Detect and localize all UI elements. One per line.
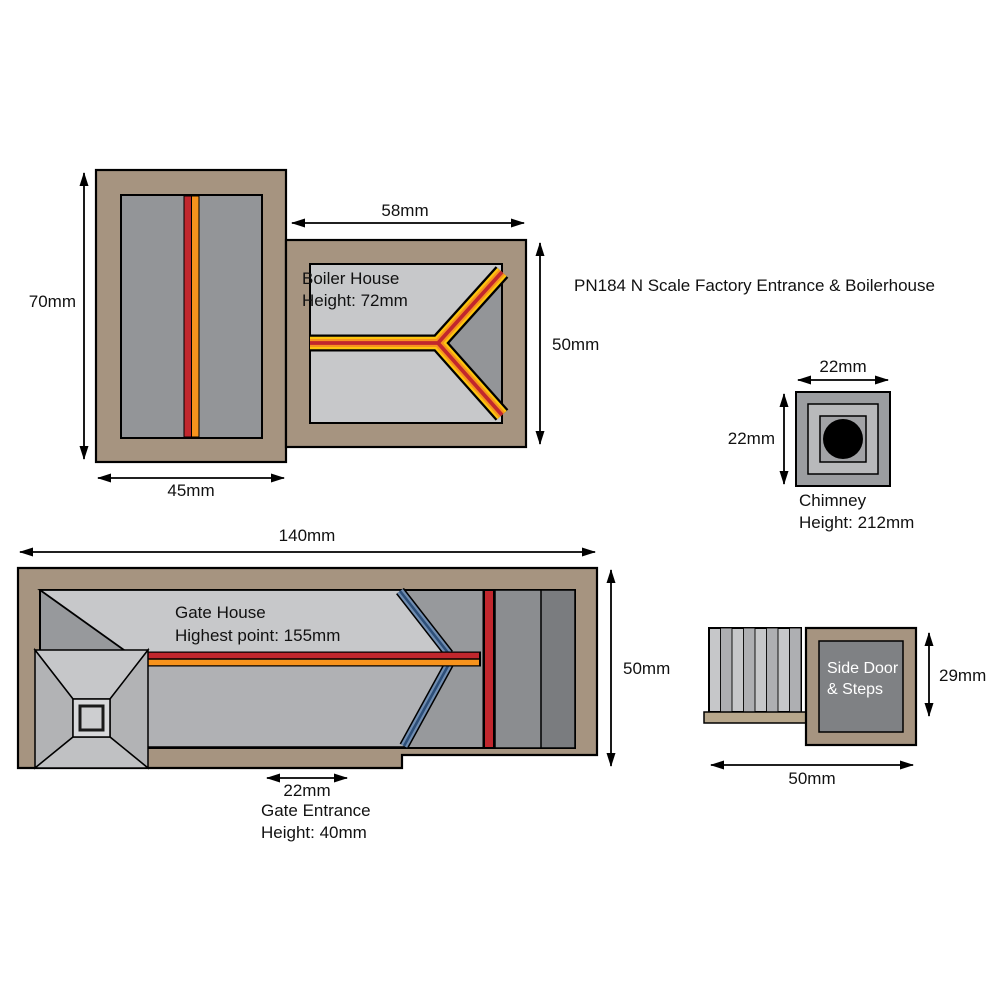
dim-label-50mm-boiler: 50mm <box>552 335 599 354</box>
gate-house-label: Gate House <box>175 603 266 622</box>
chimney-height-label: Height: 212mm <box>799 513 914 532</box>
dim-label-58mm: 58mm <box>381 201 428 220</box>
factory-entrance-dimensions: 70mm 45mm 58mm 50mm <box>29 172 599 500</box>
dim-label-45mm: 45mm <box>167 481 214 500</box>
boiler-house-ridge-red <box>310 270 504 417</box>
gate-house-tower <box>32 647 151 770</box>
gate-house-dimensions: 140mm 50mm 22mm Gate Entrance Height: 40… <box>19 526 670 842</box>
gate-entrance-height-label: Height: 40mm <box>261 823 367 842</box>
factory-entrance-ridge-red <box>183 195 192 438</box>
dim-label-29mm: 29mm <box>939 666 986 685</box>
side-door-label-line2: & Steps <box>827 681 883 698</box>
boiler-house-height-label: Height: 72mm <box>302 291 408 310</box>
page-title: PN184 N Scale Factory Entrance & Boilerh… <box>574 276 935 295</box>
steps-base-slab <box>703 711 812 724</box>
tower-skylight <box>78 704 105 732</box>
dim-label-70mm: 70mm <box>29 292 76 311</box>
step-stripe <box>789 627 802 713</box>
step-stripe <box>743 627 756 713</box>
gate-entrance-label: Gate Entrance <box>261 801 371 820</box>
factory-entrance-ridge-orange <box>191 195 200 438</box>
side-door-steps-plan: Side Door & Steps 29mm 50mm <box>703 626 986 788</box>
boiler-house-label: Boiler House <box>302 269 399 288</box>
factory-entrance-plan <box>94 168 288 464</box>
gate-house-plan: Gate House Highest point: 155mm <box>16 566 599 770</box>
dim-label-140mm: 140mm <box>279 526 336 545</box>
gate-house-right-end-face <box>540 589 576 749</box>
dim-label-50mm-gatehouse: 50mm <box>623 659 670 678</box>
step-stripe <box>720 627 733 713</box>
step-stripe <box>766 627 779 713</box>
boiler-house-plan: Boiler House Height: 72mm <box>284 238 528 449</box>
chimney-plan: 22mm 22mm Chimney Height: 212mm <box>728 357 915 532</box>
valley-lower-blue-dark <box>402 663 451 747</box>
valley-upper-blue-dark <box>398 590 451 655</box>
side-door-label-line1: Side Door <box>827 660 899 677</box>
dim-label-22mm-chimney-width: 22mm <box>819 357 866 376</box>
chimney-label: Chimney <box>799 491 867 510</box>
chimney-flue-hole <box>823 419 863 459</box>
side-door-panel <box>818 640 904 733</box>
dim-label-22mm-entrance: 22mm <box>283 781 330 800</box>
dim-label-50mm-sidedoor: 50mm <box>788 769 835 788</box>
dim-label-22mm-chimney-height: 22mm <box>728 429 775 448</box>
gate-house-height-label: Highest point: 155mm <box>175 626 340 645</box>
